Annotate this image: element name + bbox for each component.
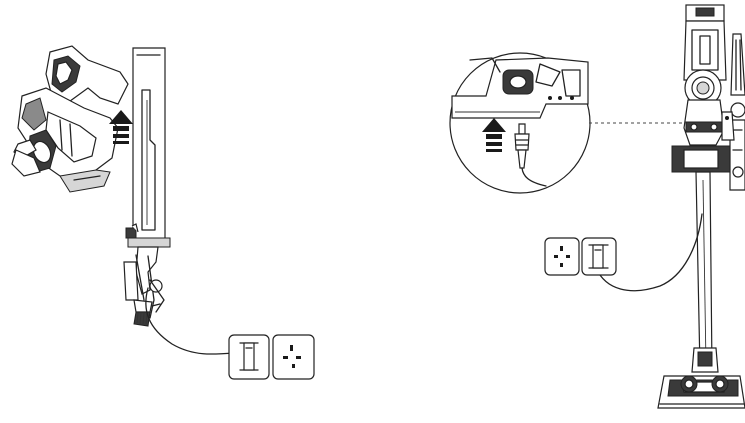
left-panel	[12, 46, 314, 379]
wall-mount-bracket	[128, 48, 170, 247]
charger-adapter	[124, 224, 138, 300]
wall-socket-icon	[229, 335, 314, 379]
magnifier-callout-icon	[450, 53, 590, 193]
wall-socket-icon	[545, 238, 616, 275]
right-panel	[450, 5, 745, 408]
handheld-vacuum	[12, 46, 128, 192]
